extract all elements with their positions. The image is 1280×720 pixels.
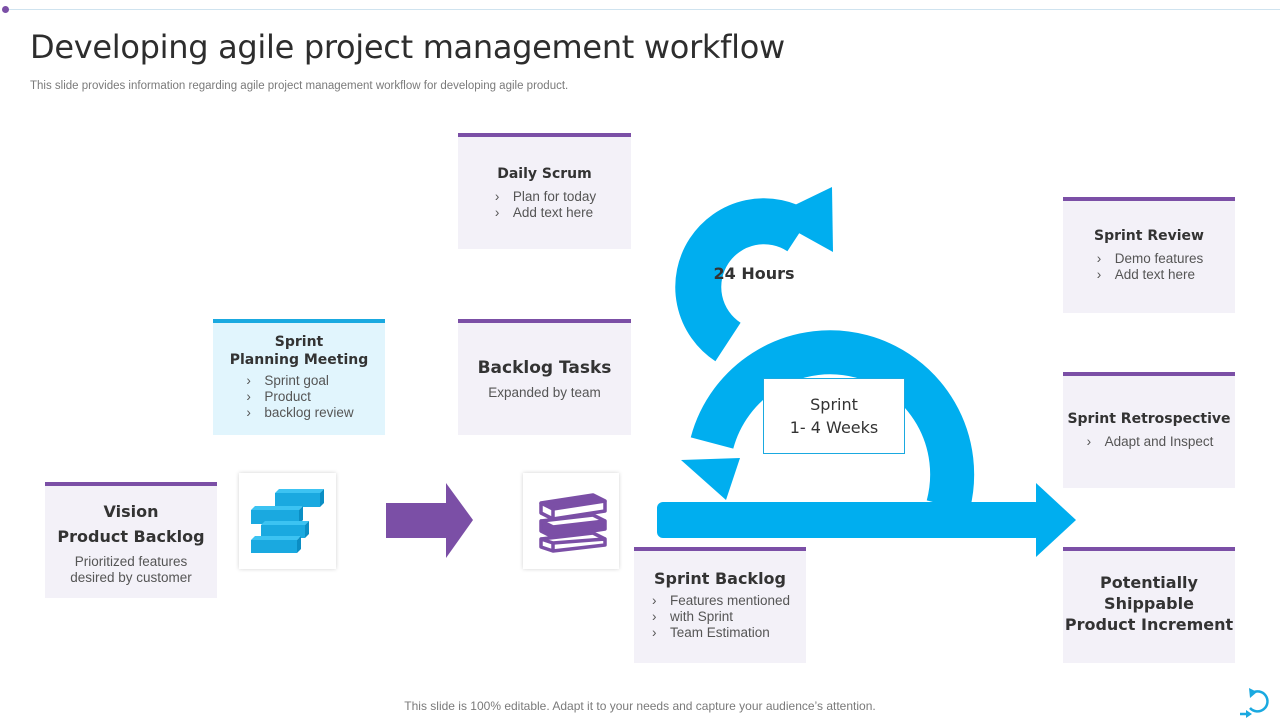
sprint-duration-line-1: Sprint [810, 395, 858, 414]
top-dot [2, 6, 9, 13]
list-item: Add text here [493, 205, 596, 221]
list-item: Demo features [1095, 251, 1204, 267]
daily-loop-arrow [675, 187, 833, 362]
page-subtitle: This slide provides information regardin… [30, 80, 569, 92]
sprint-backlog-list: Features mentioned with Sprint Team Esti… [650, 593, 790, 641]
sprint-retro-box: Sprint Retrospective Adapt and Inspect [1063, 372, 1235, 488]
hours-label: 24 Hours [713, 264, 795, 283]
list-item: Product [244, 389, 353, 405]
stack-icon-card [239, 473, 336, 569]
increment-line-3: Product Increment [1064, 614, 1234, 634]
sprint-backlog-box: Sprint Backlog Features mentioned with S… [634, 547, 806, 663]
increment-line-2: Shippable [1104, 593, 1194, 613]
list-item: Plan for today [493, 189, 596, 205]
page-title: Developing agile project management work… [30, 28, 785, 66]
books-icon-card [523, 473, 619, 569]
daily-scrum-list: Plan for today Add text here [493, 189, 596, 221]
sprint-retro-list: Adapt and Inspect [1085, 434, 1214, 450]
refresh-icon[interactable] [1238, 686, 1274, 718]
purple-arrow [386, 483, 473, 558]
vision-box: Vision Product Backlog Prioritized featu… [45, 482, 217, 598]
sprint-duration-line-2: 1- 4 Weeks [789, 418, 879, 437]
vision-subtitle: Product Backlog [57, 526, 205, 546]
vision-title: Vision [103, 502, 159, 521]
list-item: Adapt and Inspect [1085, 434, 1214, 450]
daily-scrum-title: Daily Scrum [497, 166, 592, 182]
sprint-planning-box: Sprint Planning Meeting Sprint goal Prod… [213, 319, 385, 435]
vision-desc-1: Prioritized features [74, 553, 188, 569]
increment-box: Potentially Shippable Product Increment [1063, 547, 1235, 663]
list-item: with Sprint [650, 609, 790, 625]
increment-line-1: Potentially [1100, 573, 1198, 592]
books-icon [539, 493, 607, 553]
top-divider [6, 9, 1280, 10]
sprint-planning-list: Sprint goal Product backlog review [244, 373, 353, 421]
list-item: Features mentioned [650, 593, 790, 609]
sprint-backlog-title: Sprint Backlog [653, 569, 786, 588]
backlog-tasks-desc: Expanded by team [488, 385, 601, 401]
daily-scrum-box: Daily Scrum Plan for today Add text here [458, 133, 631, 249]
sprint-loop-arrow [681, 330, 975, 512]
vision-desc-2: desired by customer [70, 569, 192, 585]
sprint-retro-title: Sprint Retrospective [1067, 411, 1231, 427]
sprint-duration-box: Sprint 1- 4 Weeks [763, 378, 905, 454]
sprint-planning-title-1: Sprint [274, 334, 324, 350]
footer-note: This slide is 100% editable. Adapt it to… [404, 699, 876, 713]
list-item: Sprint goal [244, 373, 353, 389]
sprint-review-list: Demo features Add text here [1095, 251, 1204, 283]
stacked-blocks-icon [251, 489, 324, 553]
backlog-tasks-title: Backlog Tasks [477, 358, 612, 378]
sprint-review-box: Sprint Review Demo features Add text her… [1063, 197, 1235, 313]
sprint-review-title: Sprint Review [1094, 228, 1204, 244]
sprint-planning-title-2: Planning Meeting [229, 352, 369, 369]
backlog-tasks-box: Backlog Tasks Expanded by team [458, 319, 631, 435]
list-item: Team Estimation [650, 625, 790, 641]
list-item: backlog review [244, 405, 353, 421]
main-flow-arrow [657, 483, 1076, 557]
list-item: Add text here [1095, 267, 1204, 283]
